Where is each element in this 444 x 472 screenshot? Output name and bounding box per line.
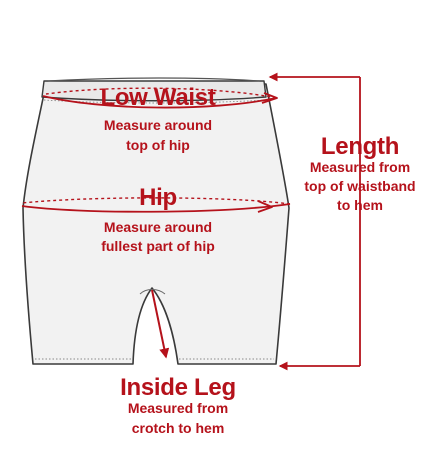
low-waist-title: Low Waist <box>100 84 216 111</box>
length-desc-line2: top of waistband <box>304 178 416 194</box>
hip-title: Hip <box>139 184 177 211</box>
length-title: Length <box>320 133 400 160</box>
length-measure-bracket <box>268 72 361 371</box>
hip-desc-line2: fullest part of hip <box>101 238 215 254</box>
length-desc-line1: Measured from <box>309 159 411 175</box>
inside-leg-title: Inside Leg <box>120 374 236 401</box>
inside-leg-desc-line2: crotch to hem <box>131 420 225 436</box>
low-waist-desc-line1: Measure around <box>103 117 213 133</box>
inside-leg-desc-line1: Measured from <box>127 400 229 416</box>
length-desc-line3: to hem <box>337 197 383 213</box>
crotch-gusset <box>139 289 166 295</box>
shorts-body <box>22 83 290 365</box>
low-waist-desc-line2: top of hip <box>126 137 190 153</box>
waistband-top-shadow <box>47 77 261 82</box>
waistband <box>41 80 267 102</box>
inside-leg-arrow <box>151 289 170 359</box>
low-waist-measure-line <box>42 87 278 109</box>
hip-measure-line <box>21 197 291 213</box>
hip-desc-line1: Measure around <box>103 219 213 235</box>
